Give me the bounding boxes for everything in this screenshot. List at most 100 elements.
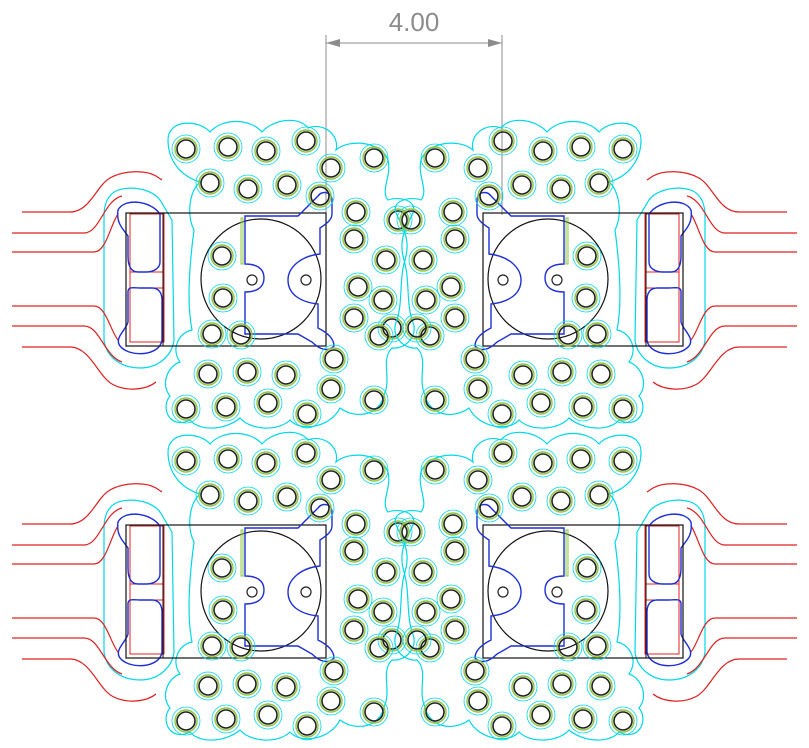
via-clearance (359, 455, 389, 485)
via-drill (388, 210, 408, 230)
via-clearance (508, 672, 538, 702)
via-drill (573, 397, 593, 417)
pad-clearance-outline (103, 187, 175, 369)
via-clearance (251, 136, 281, 166)
via-clearance (608, 134, 638, 164)
via-clearance (207, 553, 237, 583)
via-clearance (586, 359, 616, 389)
via-drill (587, 324, 607, 344)
via-ring (569, 135, 593, 159)
via-ring (342, 539, 366, 563)
via-hole (226, 320, 256, 350)
via-clearance (463, 153, 493, 183)
via-clearance (359, 697, 389, 727)
via-ring (367, 324, 391, 348)
via-ring (214, 395, 238, 419)
pad-cutout-lower (646, 286, 692, 355)
via-drill (492, 716, 512, 736)
trace-top-mid (12, 195, 123, 234)
via-drill (513, 365, 533, 385)
via-ring (575, 556, 599, 580)
via-ring (550, 360, 574, 384)
via-hole (436, 272, 466, 302)
via-ring (575, 244, 599, 268)
via-clearance (316, 153, 346, 183)
via-drill (321, 691, 341, 711)
via-ring (423, 146, 447, 170)
via-clearance (341, 197, 371, 227)
via-ring (308, 496, 332, 520)
via-hole (572, 553, 602, 583)
pad-cutout-lower (117, 286, 163, 355)
via-clearance (368, 597, 398, 627)
via-hole (584, 168, 614, 198)
via-hole (526, 388, 556, 418)
via-hole (359, 143, 389, 173)
via-hole (195, 168, 225, 198)
pad-cutout-lower (117, 598, 163, 667)
pad-clearance-outline (634, 499, 706, 681)
via-ring (256, 703, 280, 727)
via-drill (198, 364, 218, 384)
via-hole (371, 245, 401, 275)
via-hole (251, 136, 281, 166)
via-drill (613, 711, 633, 731)
die-cutout (244, 503, 335, 663)
via-ring (477, 496, 501, 520)
via-hole (232, 357, 262, 387)
via-drill (216, 709, 236, 729)
via-clearance (359, 143, 389, 173)
via-drill (373, 290, 393, 310)
via-hole (507, 170, 537, 200)
trace-bottom-inner (12, 617, 119, 653)
via-drill (200, 485, 220, 505)
via-ring (211, 598, 235, 622)
via-drill (218, 137, 238, 157)
via-hole (608, 394, 638, 424)
centre-mark (246, 586, 258, 598)
via-drill (613, 451, 633, 471)
via-hole (319, 656, 349, 686)
via-drill (238, 179, 258, 199)
via-ring (256, 391, 280, 415)
via-drill (576, 600, 596, 620)
via-ring (510, 485, 534, 509)
via-drill (416, 602, 436, 622)
via-hole (463, 374, 493, 404)
via-drill (416, 290, 436, 310)
via-ring (571, 395, 595, 419)
via-clearance (232, 669, 262, 699)
via-ring (399, 520, 423, 544)
via-clearance (584, 480, 614, 510)
via-ring (275, 173, 299, 197)
via-ring (443, 618, 467, 642)
via-ring (549, 177, 573, 201)
via-hole (436, 584, 466, 614)
die-cutout (474, 191, 565, 351)
via-ring (466, 377, 490, 401)
via-clearance (364, 321, 394, 351)
via-ring (585, 634, 609, 658)
via-ring (574, 598, 598, 622)
via-hole (396, 517, 426, 547)
via-hole (271, 672, 301, 702)
via-drill (577, 246, 597, 266)
via-clearance (582, 631, 612, 661)
via-drill (531, 705, 551, 725)
via-clearance (305, 181, 335, 211)
via-drill (364, 460, 384, 480)
via-ring (443, 306, 467, 330)
via-ring (344, 512, 368, 536)
via-hole (226, 632, 256, 662)
via-clearance (364, 633, 394, 663)
via-ring (319, 689, 343, 713)
via-clearance (396, 205, 426, 235)
via-hole (364, 633, 394, 663)
via-clearance (460, 656, 490, 686)
pad-cutout-lower (646, 598, 692, 667)
via-hole (488, 126, 518, 156)
via-ring (198, 171, 222, 195)
via-hole (608, 706, 638, 736)
via-hole (291, 438, 321, 468)
via-ring (589, 362, 613, 386)
